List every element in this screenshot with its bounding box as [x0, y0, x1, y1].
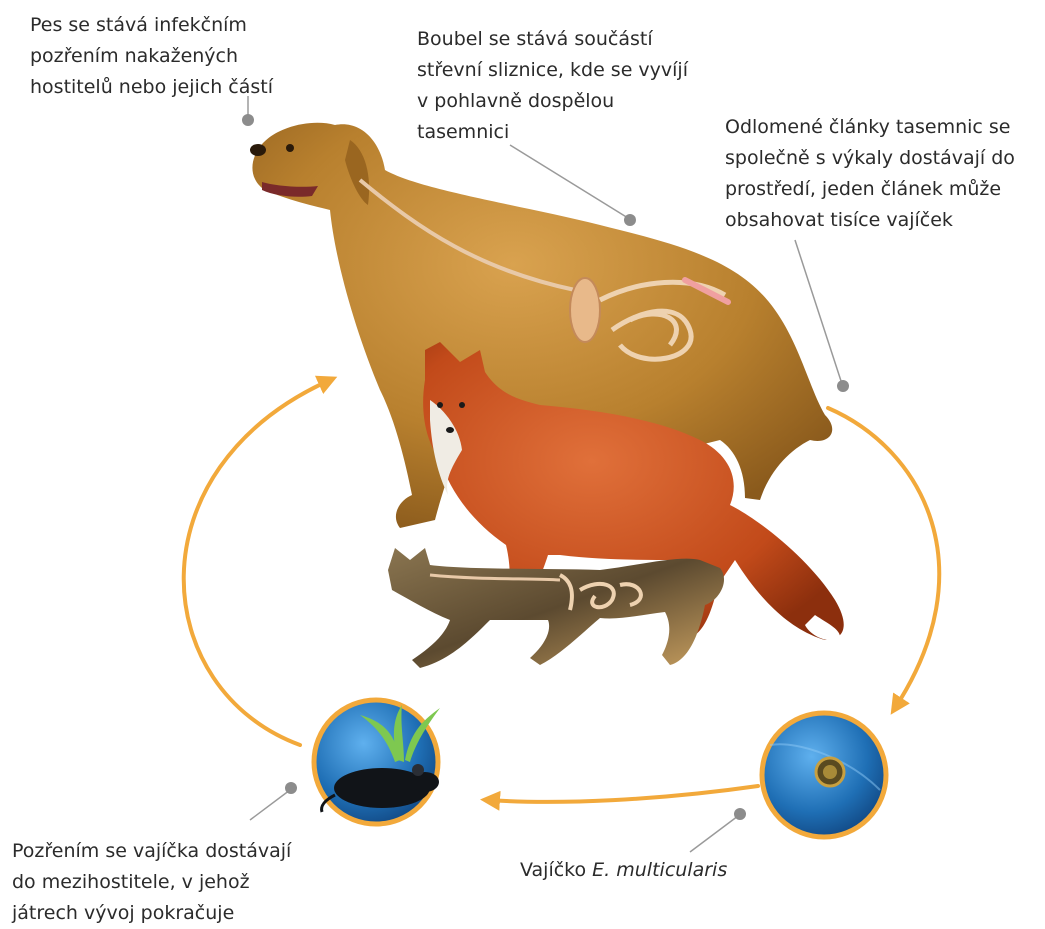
label-line: tasemnici [417, 117, 688, 148]
leader-line-host [250, 790, 290, 820]
label-line: Vajíčko E. multicularis [520, 859, 727, 881]
label-segments-feces: Odlomené články tasemnic se společně s v… [725, 112, 1015, 236]
leader-dot-host [285, 782, 297, 794]
label-cyst-intestine: Boubel se stává součástí střevní sliznic… [417, 24, 688, 148]
egg-label-species: E. multicularis [592, 859, 727, 881]
arrow-right-down [828, 408, 939, 708]
leader-dot-egg [734, 808, 746, 820]
label-line: Boubel se stává součástí [417, 24, 688, 55]
label-line: společně s výkaly dostávají do [725, 143, 1015, 174]
leader-dot-cyst [624, 214, 636, 226]
label-line: do mezihostitele, v jehož [12, 867, 291, 898]
label-line: Pes se stává infekčním [30, 10, 273, 41]
leader-line-egg [690, 816, 738, 852]
leader-line-cyst [510, 145, 628, 218]
label-line: hostitelů nebo jejich částí [30, 72, 273, 103]
label-intermediate-host: Pozřením se vajíčka dostávají do mezihos… [12, 836, 291, 929]
label-line: prostředí, jeden článek může [725, 174, 1015, 205]
label-egg: Vajíčko E. multicularis [520, 855, 727, 886]
egg-label-prefix: Vajíčko [520, 859, 592, 881]
label-line: pozřením nakažených [30, 41, 273, 72]
arrow-left-up [184, 380, 330, 745]
leader-dot-dog [242, 114, 254, 126]
label-line: střevní sliznice, kde se vyvíjí [417, 55, 688, 86]
label-line: v pohlavně dospělou [417, 86, 688, 117]
label-dog-infection: Pes se stává infekčním pozřením nakažený… [30, 10, 273, 103]
arrow-bottom-left [488, 786, 758, 802]
egg-icon [816, 758, 844, 786]
intermediate-host-circle [314, 700, 440, 824]
label-line: Odlomené články tasemnic se [725, 112, 1015, 143]
leader-dot-segments [837, 380, 849, 392]
egg-circle [762, 713, 886, 837]
label-line: játrech vývoj pokračuje [12, 898, 291, 929]
cat-illustration [388, 548, 724, 668]
label-line: obsahovat tisíce vajíček [725, 205, 1015, 236]
label-line: Pozřením se vajíčka dostávají [12, 836, 291, 867]
